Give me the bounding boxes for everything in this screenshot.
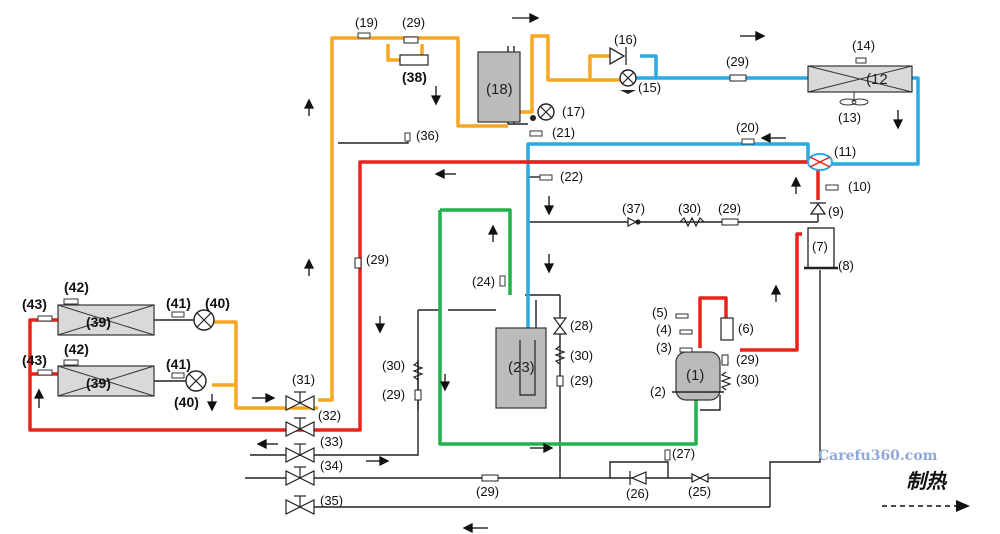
label-20: (20) (736, 120, 759, 135)
label-35: (35) (320, 493, 343, 508)
compressor-18: (18) (477, 51, 521, 123)
separator-23: (23) (495, 327, 547, 409)
expansion-valve-17 (530, 103, 555, 121)
label-24: (24) (472, 274, 495, 289)
label-5: (5) (652, 305, 668, 320)
label-26: (26) (626, 486, 649, 501)
label-38: (38) (402, 69, 427, 85)
capillaries-30 (412, 216, 732, 391)
label-34: (34) (320, 458, 343, 473)
liquid-line (212, 34, 620, 410)
label-4: (4) (656, 322, 672, 337)
label-41-b: (41) (166, 356, 191, 372)
label-40-a: (40) (205, 295, 230, 311)
label-42-b: (42) (64, 341, 89, 357)
label-43-a: (43) (22, 296, 47, 312)
label-21: (21) (552, 125, 575, 140)
mode-label: 制热 (906, 469, 948, 493)
label-23: (23) (508, 359, 535, 376)
sensors (357, 32, 839, 461)
label-3: (3) (656, 340, 672, 355)
label-28: (28) (570, 318, 593, 333)
mode-arrow (882, 500, 970, 512)
label-9: (9) (828, 204, 844, 219)
check-valve-16 (609, 46, 627, 66)
label-36: (36) (416, 128, 439, 143)
label-12: (12 (866, 71, 888, 88)
label-25: (25) (688, 484, 711, 499)
check-valve-26 (629, 471, 647, 485)
filter-38 (399, 54, 429, 66)
component-labels: (19) (29) (38) (16) (15) (17) (21) (36) … (22, 15, 875, 508)
label-32: (32) (318, 408, 341, 423)
label-1: (1) (686, 367, 704, 384)
label-17: (17) (562, 104, 585, 119)
check-valve-9 (809, 202, 827, 215)
label-13: (13) (838, 110, 861, 125)
oil-separator-7: (7) (804, 227, 838, 270)
filter-6 (720, 317, 734, 341)
label-19: (19) (355, 15, 378, 30)
indoor-unit-39-bottom: (39) (37, 359, 155, 397)
compressor-1: (1) (672, 351, 724, 401)
flow-arrows (33, 12, 904, 534)
label-29-a: (29) (402, 15, 425, 30)
label-31: (31) (292, 372, 315, 387)
label-33: (33) (320, 434, 343, 449)
label-7: (7) (812, 239, 828, 254)
expansion-valve-40-bottom (154, 370, 207, 392)
green-line (438, 208, 698, 446)
label-6: (6) (738, 321, 754, 336)
label-29-d: (29) (366, 252, 389, 267)
four-way-valve-11 (807, 153, 833, 171)
label-29-h: (29) (476, 484, 499, 499)
indoor-unit-39-top: (39) (37, 298, 155, 336)
label-22: (22) (560, 169, 583, 184)
label-39-bottom: (39) (86, 375, 111, 391)
label-42-a: (42) (64, 279, 89, 295)
small-valves (552, 217, 709, 483)
label-37: (37) (622, 201, 645, 216)
watermark: Carefu360.com (818, 448, 938, 464)
label-15: (15) (638, 80, 661, 95)
label-30-d: (30) (736, 372, 759, 387)
label-29-g: (29) (736, 352, 759, 367)
label-39-top: (39) (86, 314, 111, 330)
label-43-b: (43) (22, 352, 47, 368)
label-41-a: (41) (166, 295, 191, 311)
label-29-f: (29) (382, 387, 405, 402)
label-29-e: (29) (570, 373, 593, 388)
label-18: (18) (486, 81, 513, 98)
label-30-a: (30) (678, 201, 701, 216)
label-30-c: (30) (382, 358, 405, 373)
label-30-b: (30) (570, 348, 593, 363)
expansion-valve-40-top (154, 309, 215, 331)
heat-exchanger-12: (12 (807, 57, 913, 106)
label-29-b: (29) (726, 54, 749, 69)
expansion-valve-15 (619, 69, 637, 94)
service-valves (285, 391, 315, 515)
strainers-29 (354, 36, 747, 482)
label-2: (2) (650, 384, 666, 399)
label-40-b: (40) (174, 394, 199, 410)
label-14: (14) (852, 38, 875, 53)
label-11: (11) (834, 144, 856, 159)
label-10: (10) (848, 179, 871, 194)
label-27: (27) (672, 446, 695, 461)
label-16: (16) (614, 32, 637, 47)
discharge-line (28, 160, 820, 432)
label-8: (8) (838, 258, 854, 273)
label-29-c: (29) (718, 201, 741, 216)
